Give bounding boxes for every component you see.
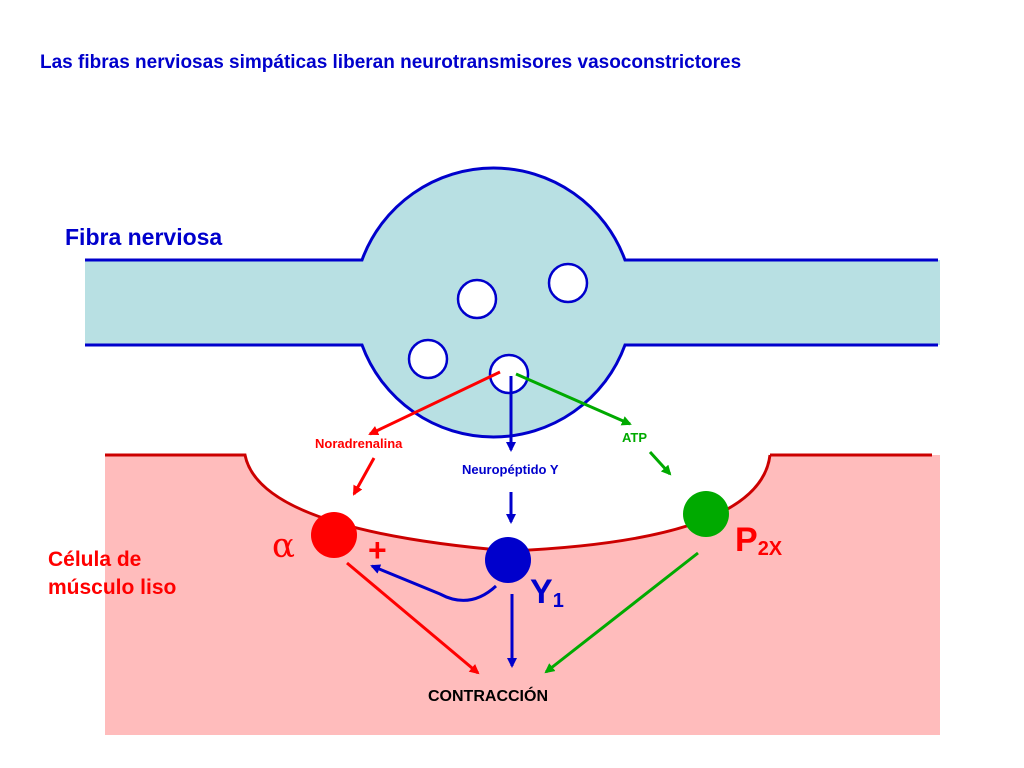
alpha-to-contraction-arrow xyxy=(346,561,480,675)
noradrenaline-release-arrow xyxy=(368,370,501,436)
muscle-cell-label-line2: músculo liso xyxy=(48,576,177,599)
contraction-label: CONTRACCIÓN xyxy=(428,688,548,705)
noradrenaline-label: Noradrenalina xyxy=(315,436,403,451)
alpha-receptor xyxy=(311,512,357,558)
y1-receptor-label: Y1 xyxy=(530,573,564,613)
y1-potentiation-arrow xyxy=(370,564,498,602)
muscle-cell-label: Célula de músculo liso xyxy=(48,546,176,602)
atp-label: ATP xyxy=(622,430,648,445)
alpha-receptor-label: α xyxy=(272,526,295,566)
atp-to-p2x-arrow xyxy=(648,450,672,476)
nerve-fiber-membrane-top xyxy=(85,166,938,262)
y1-label-main: Y xyxy=(530,573,553,611)
muscle-cell-label-line1: Célula de xyxy=(48,548,142,571)
vesicle xyxy=(407,338,449,380)
p2x-label-sub: 2X xyxy=(757,538,783,560)
p2x-receptor xyxy=(683,491,729,537)
atp-release-arrow xyxy=(515,372,632,426)
nerve-fiber-label: Fibra nerviosa xyxy=(65,224,223,250)
p2x-label-main: P xyxy=(735,521,758,559)
y1-label-sub: 1 xyxy=(552,590,564,612)
nerve-fiber-membrane-bottom xyxy=(85,343,938,439)
y1-receptor xyxy=(485,537,531,583)
p2x-to-contraction-arrow xyxy=(544,551,699,674)
vesicle-releasing xyxy=(488,353,530,395)
potentiation-plus-sign: + xyxy=(368,532,387,568)
neuropeptide-y-label: Neuropéptido Y xyxy=(462,462,559,477)
vesicle xyxy=(547,262,589,304)
page-title: Las fibras nerviosas simpáticas liberan … xyxy=(40,52,742,73)
vesicle xyxy=(456,278,498,320)
p2x-receptor-label: P2X xyxy=(735,521,782,561)
noradrenaline-to-alpha-arrow xyxy=(352,457,376,496)
nerve-fiber xyxy=(85,168,940,437)
